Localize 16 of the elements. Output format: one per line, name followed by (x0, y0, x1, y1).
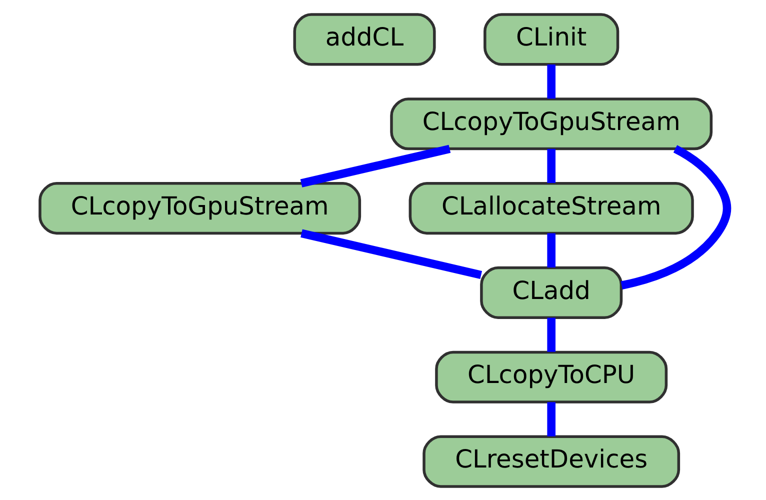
connector (546, 64, 555, 98)
node-box: CLcopyToGpuStream (38, 182, 361, 234)
node-box: CLallocateStream (408, 182, 694, 234)
connector (546, 232, 555, 267)
connector (620, 144, 731, 289)
node-box: CLadd (480, 266, 622, 318)
connector (300, 144, 450, 187)
node-box: addCL (292, 12, 436, 66)
node-box: CLcopyToCPU (434, 350, 668, 403)
connector (546, 148, 555, 183)
connector (546, 402, 555, 436)
node-box: CLcopyToGpuStream (390, 97, 712, 150)
node-box: CLinit (483, 12, 619, 66)
connector (300, 228, 482, 279)
connector (546, 317, 555, 352)
node-box: CLresetDevices (422, 434, 680, 488)
